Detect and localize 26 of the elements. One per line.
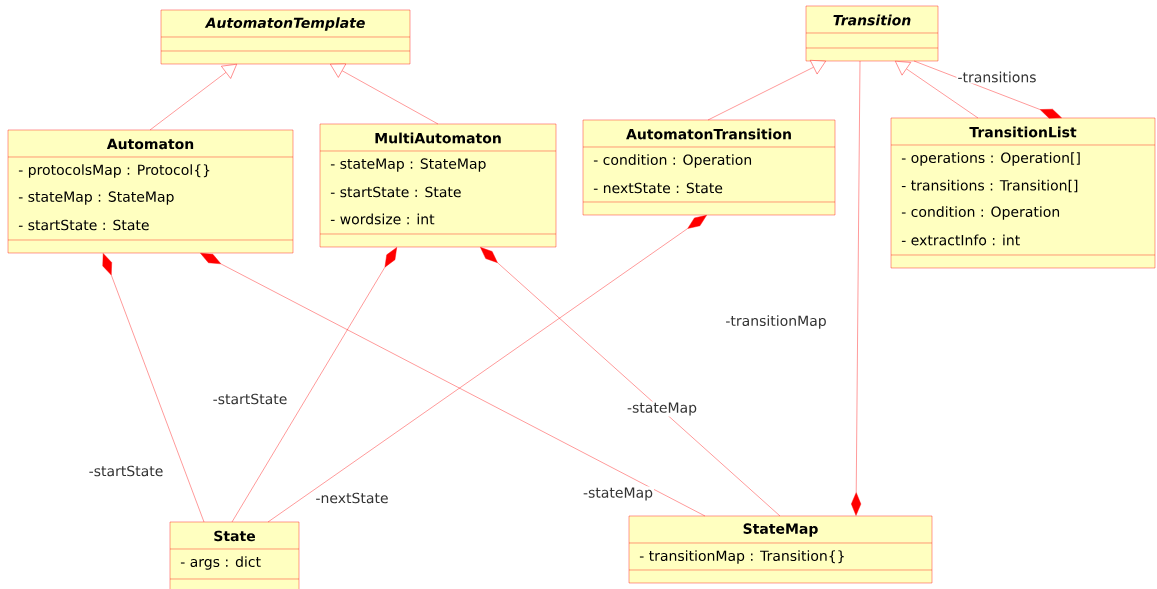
edge-label: -stateMap	[626, 401, 699, 417]
edge-label: -nextState	[314, 491, 390, 505]
class-box: StateMap - transitionMap : Transition{}	[628, 515, 933, 584]
association-line	[851, 60, 862, 516]
class-box: TransitionList - operations : Operation[] - transitions : Transition[] - condition : Operation - extractInfo : int	[890, 117, 1156, 269]
association-line	[480, 247, 781, 517]
association-line	[149, 64, 237, 131]
association-line	[895, 61, 979, 119]
association-line	[330, 63, 439, 125]
edge-label: -transitionMap	[724, 314, 828, 330]
class-box: AutomatonTransition - condition : Operation - nextState : State	[582, 119, 836, 216]
class-box: AutomatonTemplate	[160, 9, 411, 65]
edge-label: -startState	[87, 464, 165, 478]
association-line	[102, 253, 205, 523]
class-box: Transition	[805, 5, 939, 62]
edge-label: -startState	[211, 392, 289, 406]
association-line	[231, 247, 397, 523]
edge-label: -stateMap	[582, 486, 655, 502]
association-line	[200, 253, 706, 517]
class-box: Automaton - protocolsMap : Protocol{} - stateMap : StateMap - startState : State	[7, 129, 294, 254]
association-line	[267, 215, 707, 523]
class-box: State - args : dict	[169, 521, 300, 589]
association-line	[913, 60, 1062, 119]
class-box: MultiAutomaton - stateMap : StateMap - startState : State - wordsize : int	[319, 123, 557, 248]
edge-label: -transitions	[956, 70, 1038, 84]
association-line	[707, 60, 826, 121]
